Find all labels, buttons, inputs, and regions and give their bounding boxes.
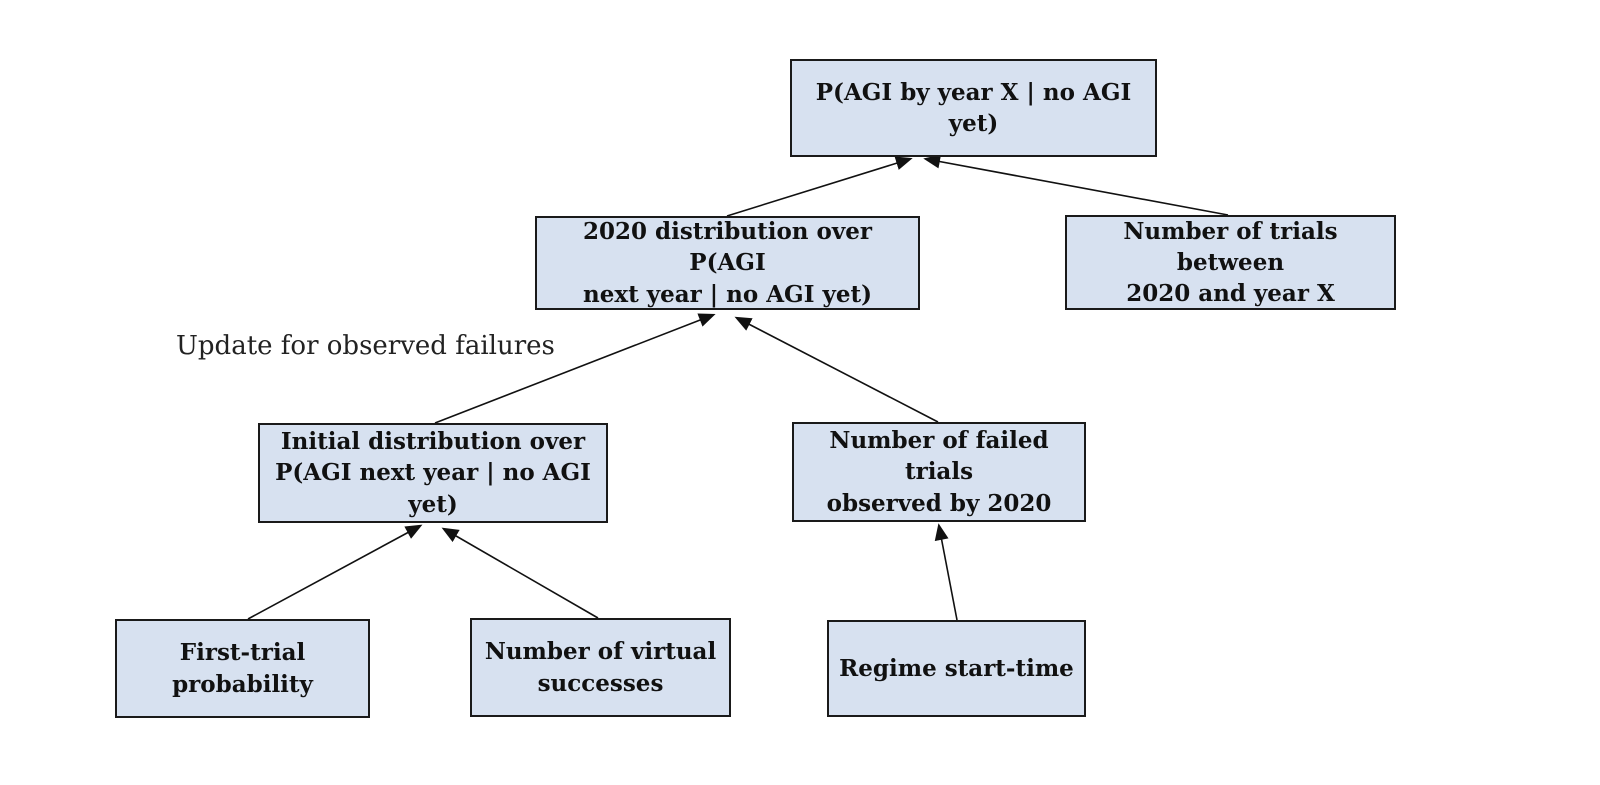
- node-first-trial-probability: First-trial probability: [115, 619, 370, 718]
- node-regime-start-time: Regime start-time: [827, 620, 1086, 717]
- edge-regime-start-to-failed-trials-arrow: [934, 523, 958, 621]
- node-2020-distribution: 2020 distribution over P(AGI next year |…: [535, 216, 920, 310]
- edge-trials-between-to-root-arrow: [923, 154, 1229, 216]
- node-initial-distribution: Initial distribution over P(AGI next yea…: [258, 423, 608, 523]
- edge-failed-trials-to-dist2020-arrow: [734, 316, 939, 423]
- edge-first-trial-to-initial-dist-arrow: [247, 524, 423, 620]
- node-number-of-trials-between: Number of trials between 2020 and year X: [1065, 215, 1396, 310]
- edge-virtual-successes-to-initial-dist-arrow: [441, 527, 599, 619]
- edge-dist2020-to-root-arrow: [726, 156, 913, 217]
- node-number-of-failed-trials: Number of failed trials observed by 2020: [792, 422, 1086, 522]
- node-number-of-virtual-successes: Number of virtual successes: [470, 618, 731, 717]
- annotation-update-for-observed-failures: Update for observed failures: [176, 331, 555, 361]
- node-p-agi-by-year-x: P(AGI by year X | no AGI yet): [790, 59, 1157, 157]
